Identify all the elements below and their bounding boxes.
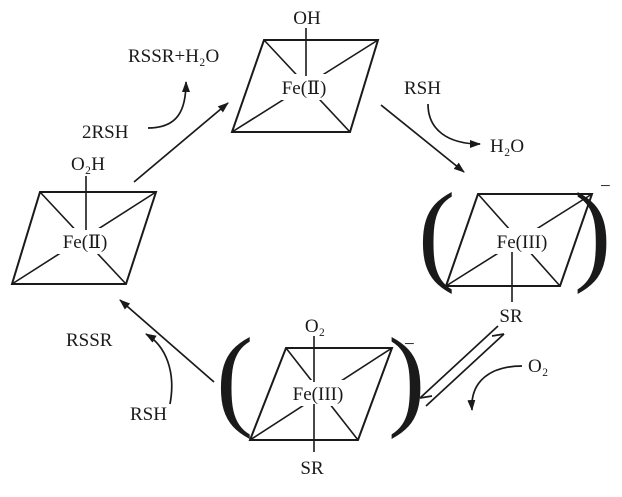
complex-left-metal: Fe(Ⅱ) [63, 232, 108, 253]
complex-top: Fe(Ⅱ) OH [230, 8, 380, 133]
complex-bottom-ligand-top: O₂ [305, 316, 325, 337]
reagent-o2: O₂ [528, 356, 548, 377]
reagent-2rsh: 2RSH [82, 122, 129, 143]
complex-right-ligand: SR [499, 306, 523, 327]
complex-right-charge: − [600, 176, 611, 197]
complex-top-ligand: OH [293, 8, 321, 29]
curved-arrow-right-bottom [467, 365, 523, 411]
complex-left-label-backdrop [50, 228, 120, 254]
complex-bottom: ( ) Fe(III) O₂ SR − [216, 316, 425, 479]
reagent-rsh-bottom: RSH [130, 404, 167, 425]
complex-right-label-backdrop [488, 228, 554, 254]
complex-left: Fe(Ⅱ) O₂H [10, 154, 158, 285]
curved-arrow-top-left [147, 81, 190, 129]
complex-right: ( ) Fe(III) SR − [418, 171, 611, 327]
equilibrium-reverse-barb [491, 333, 505, 337]
equilibrium-forward-line [419, 325, 499, 399]
arrow-top-to-right [380, 104, 465, 173]
reagent-h2o: H₂O [490, 136, 524, 157]
complex-bottom-metal: Fe(III) [293, 384, 344, 405]
complex-bottom-ligand-bottom: SR [300, 458, 324, 479]
reagent-rssr-h2o: RSSR+H₂O [128, 46, 219, 67]
complex-right-metal: Fe(III) [497, 232, 548, 253]
complex-top-label-backdrop [268, 74, 338, 100]
equilibrium-forward-barb [419, 395, 433, 399]
reagent-rsh-top: RSH [404, 78, 441, 99]
complex-bottom-label-backdrop [284, 380, 352, 406]
reagent-rssr: RSSR [66, 330, 113, 351]
complex-left-ligand: O₂H [71, 154, 105, 175]
curved-arrow-top-right [427, 103, 481, 148]
complex-bottom-close-bracket: ) [388, 316, 425, 440]
equilibrium-reverse-line [425, 333, 505, 407]
complex-top-metal: Fe(Ⅱ) [282, 78, 327, 99]
complex-bottom-charge: − [404, 334, 415, 355]
curved-arrow-bottom-left [145, 333, 173, 405]
arrow-bottom-to-left [119, 299, 215, 383]
complex-right-close-bracket: ) [574, 171, 611, 295]
equilibrium-arrows [419, 325, 505, 407]
complex-bottom-open-bracket: ( [216, 316, 253, 440]
arrow-left-to-top [133, 102, 229, 183]
